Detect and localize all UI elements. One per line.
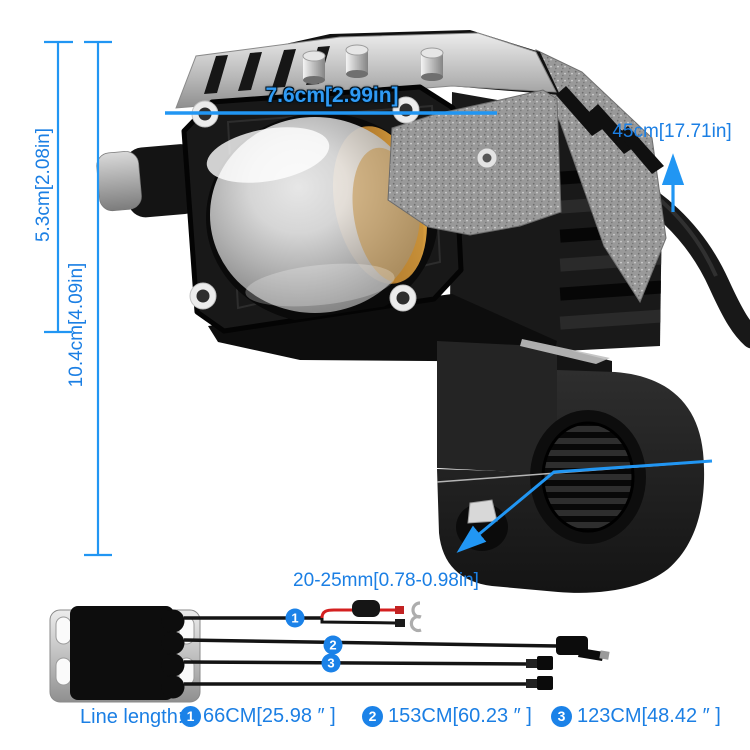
- line-length-label: Line length:: [80, 706, 184, 728]
- clamp-range-label: 20-25mm[0.78-0.98in]: [293, 570, 479, 591]
- mount-posts: [302, 44, 444, 84]
- legend-badge-2: 2: [362, 706, 383, 727]
- clamp-bore-ribbed: [541, 421, 635, 533]
- legend-length-3: 123CM[48.42 ″ ]: [577, 705, 721, 727]
- wire-badge-3: 3: [327, 656, 334, 671]
- angle-connector: [556, 636, 610, 661]
- legend-badge-1: 1: [180, 706, 201, 727]
- side-switch: [96, 144, 202, 218]
- wire-badge-1: 1: [291, 611, 298, 626]
- wiring-harness: 1 2 3: [49, 600, 610, 703]
- legend-item-2: 2 153CM[60.23 ″ ]: [362, 705, 532, 728]
- legend-length-2: 153CM[60.23 ″ ]: [388, 705, 532, 727]
- total-height-dimension: [84, 40, 112, 557]
- wire-badge-2: 2: [329, 638, 336, 653]
- bullet-connector-1: [526, 656, 553, 670]
- legend-badge-3: 3: [551, 706, 572, 727]
- clamp-leader-arrow: [456, 459, 713, 553]
- handlebar-clamp: [436, 370, 705, 593]
- body-height-label: 5.3cm[2.08in]: [33, 127, 54, 243]
- total-height-label: 10.4cm[4.09in]: [66, 262, 87, 388]
- dimension-graphics: [44, 40, 713, 557]
- rear-bracket: [535, 49, 667, 304]
- body-height-dimension: [44, 40, 73, 334]
- width-dimension-label: 7.6cm[2.99in]: [265, 84, 399, 107]
- fuse-holder: [352, 600, 380, 617]
- legend-item-3: 3 123CM[48.42 ″ ]: [551, 705, 721, 728]
- legend-length-1: 66CM[25.98 ″ ]: [203, 705, 336, 727]
- side-bracket: [387, 89, 562, 236]
- top-bracket: [175, 32, 557, 109]
- controller-box: [70, 606, 174, 700]
- cable-length-label: 45cm[17.71in]: [612, 121, 732, 142]
- clamp-bolt: [467, 499, 498, 524]
- legend-item-1: 1 66CM[25.98 ″ ]: [180, 705, 336, 728]
- corner-screws: [189, 96, 420, 312]
- bullet-connector-2: [526, 676, 553, 690]
- projector-lens: [206, 113, 438, 323]
- wires: [183, 600, 610, 690]
- fork-terminals: [409, 601, 422, 633]
- wire-number-badges: 1 2 3: [285, 608, 343, 673]
